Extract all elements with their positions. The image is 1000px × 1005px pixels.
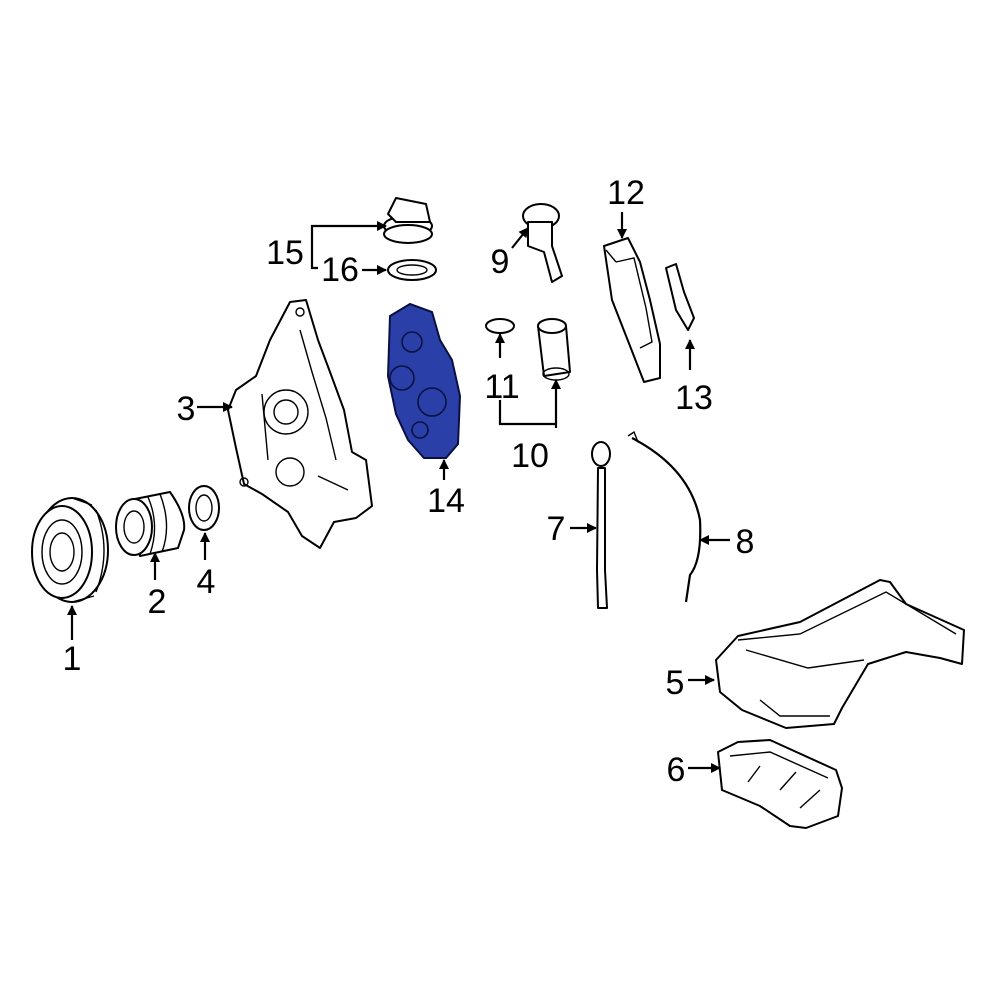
part-5-oil-pan-upper[interactable] <box>715 579 965 729</box>
leader-lines <box>67 212 730 773</box>
callout-12[interactable]: 12 <box>607 174 645 212</box>
part-1-pulley[interactable] <box>31 497 109 603</box>
part-9-sensor[interactable] <box>522 203 563 283</box>
callout-8[interactable]: 8 <box>736 523 755 561</box>
part-12-bracket[interactable] <box>603 237 661 383</box>
part-13-gasket[interactable] <box>665 263 695 331</box>
callout-16[interactable]: 16 <box>321 251 359 289</box>
part-11-o-ring[interactable] <box>485 318 515 334</box>
part-8-dipstick-tube[interactable] <box>627 430 702 603</box>
part-15-cap[interactable] <box>383 197 433 244</box>
callout-10[interactable]: 10 <box>511 437 549 475</box>
callout-4[interactable]: 4 <box>197 563 216 601</box>
callout-3[interactable]: 3 <box>177 390 196 428</box>
part-2-sleeve[interactable] <box>115 491 186 557</box>
leader-15-bracket <box>310 224 330 270</box>
callout-2[interactable]: 2 <box>148 583 167 621</box>
callout-labels: 1 2 3 4 5 6 7 8 9 10 11 12 13 14 15 16 <box>63 174 755 789</box>
callout-15[interactable]: 15 <box>266 234 304 272</box>
callout-6[interactable]: 6 <box>667 751 686 789</box>
callout-7[interactable]: 7 <box>547 510 566 548</box>
callout-14[interactable]: 14 <box>427 482 465 520</box>
callout-13[interactable]: 13 <box>675 379 713 417</box>
callout-5[interactable]: 5 <box>666 664 685 702</box>
part-16-seal-ring[interactable] <box>387 259 437 281</box>
leader-9 <box>511 227 529 249</box>
part-6-oil-pan-lower[interactable] <box>717 739 843 829</box>
part-4-seal[interactable] <box>188 485 220 531</box>
leader-10-bracket <box>498 400 556 426</box>
callout-11[interactable]: 11 <box>484 368 519 406</box>
part-10-oil-filter[interactable] <box>537 318 571 381</box>
part-7-dipstick[interactable] <box>591 441 611 609</box>
callout-1[interactable]: 1 <box>63 640 82 678</box>
part-14-housing-highlighted[interactable] <box>386 302 462 459</box>
callout-9[interactable]: 9 <box>491 243 510 281</box>
part-3-timing-cover[interactable] <box>227 299 373 549</box>
